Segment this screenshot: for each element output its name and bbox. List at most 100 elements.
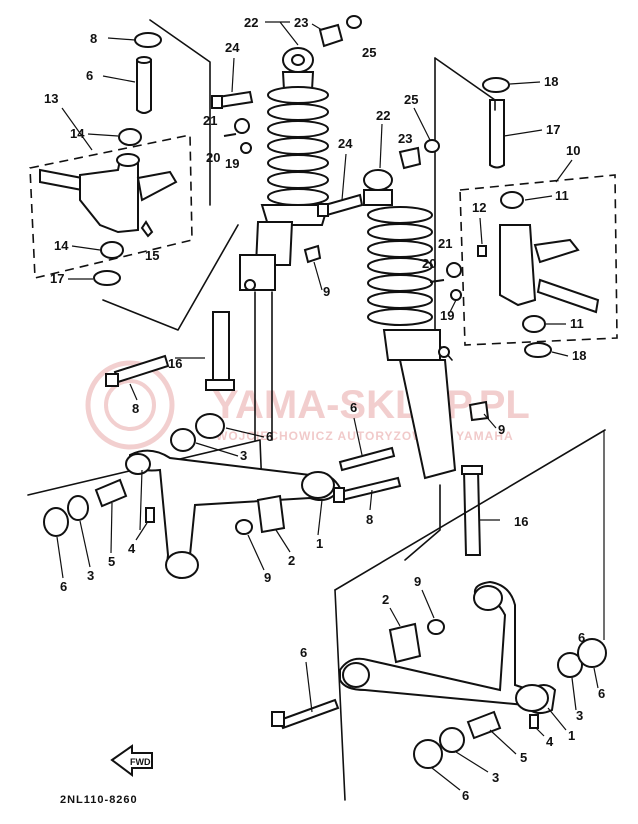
- right-knuckle-group: [434, 57, 618, 361]
- seal-top-left: [134, 32, 162, 48]
- callout-21: 20: [206, 150, 220, 165]
- callout-6c: 6: [578, 630, 585, 645]
- callout-6e: 6: [462, 788, 469, 803]
- right-shock-hardware: [317, 139, 500, 556]
- seal-lower-left: [93, 270, 121, 286]
- right-bush-6-bottom: [413, 739, 443, 769]
- king-pin-right: [489, 99, 505, 169]
- callout-2b: 2: [382, 592, 389, 607]
- right-steering-arm: [533, 238, 580, 264]
- left-collar-5: [94, 478, 128, 508]
- callout-22b: 22: [376, 108, 390, 123]
- callout-24b: 24: [338, 136, 353, 151]
- callout-14b: 14: [54, 238, 69, 253]
- callout-3d: 3: [492, 770, 499, 785]
- leader-right-arm-mid: [404, 484, 441, 561]
- callout-20b: 21: [438, 236, 452, 251]
- king-pin-left-top: [136, 56, 152, 64]
- callout-22: 22: [244, 15, 258, 30]
- leader-13: [61, 107, 93, 151]
- left-bolt-8-head: [105, 373, 119, 387]
- right-a-arm-eye-top: [473, 585, 503, 611]
- left-a-arm-eye: [125, 453, 151, 475]
- right-grease-4: [529, 714, 539, 729]
- right-shock-absorber: [363, 169, 457, 480]
- right-bush-3-top: [557, 652, 583, 678]
- watermark-logo-inner: [104, 379, 156, 431]
- left-bush-3-top: [170, 428, 196, 452]
- callout-6b: 6: [60, 579, 67, 594]
- left-spring-seat: [260, 204, 330, 226]
- right-knuckle-box: [459, 174, 618, 346]
- watermark: YAMA-SKLEP.PL WOJCIECHOWICZ AUTORYZOWANY…: [85, 360, 530, 450]
- leader-right-arm-top: [334, 429, 606, 591]
- callout-1b: 1: [568, 728, 575, 743]
- callout-9: 9: [323, 284, 330, 299]
- seal-top-right: [482, 77, 510, 93]
- callout-16b: 16: [514, 514, 528, 529]
- callout-12: 12: [472, 200, 486, 215]
- bushing-upper-right: [500, 191, 524, 209]
- fwd-label: FWD: [130, 757, 151, 767]
- callout-19: 19: [225, 156, 239, 171]
- callout-9b: 9: [498, 422, 505, 437]
- right-bush-6-top: [577, 638, 607, 668]
- leader-right-arm-left: [334, 589, 346, 801]
- left-shock-bolt-head: [211, 95, 223, 109]
- left-nut-20: [234, 118, 250, 134]
- left-spring: [267, 86, 329, 206]
- callout-16: 16: [168, 356, 182, 371]
- right-spring: [367, 206, 433, 326]
- left-king-pin-set: [102, 19, 239, 331]
- right-shock-top-eye: [363, 169, 393, 191]
- left-bush-3-bottom: [67, 495, 89, 521]
- callout-8b: 8: [366, 512, 373, 527]
- left-shock-lower-hole: [244, 279, 256, 291]
- callout-3c: 3: [576, 708, 583, 723]
- callout-17: 6: [86, 68, 93, 83]
- left-rubber-bush-2: [256, 494, 286, 534]
- right-nut-9b: [427, 619, 445, 635]
- right-washer-19: [450, 289, 462, 301]
- callout-5b: 5: [520, 750, 527, 765]
- callout-20: 21: [203, 113, 217, 128]
- callout-4b: 4: [546, 734, 554, 749]
- callout-6: 6: [266, 429, 273, 444]
- left-bolt-16: [212, 311, 230, 386]
- left-bush-6-top: [195, 413, 225, 439]
- right-pin-21: [429, 279, 445, 283]
- bushing-lower-left: [100, 241, 124, 259]
- leader-left-pin: [149, 19, 211, 206]
- callout-3b: 3: [87, 568, 94, 583]
- right-knuckle: [499, 224, 537, 307]
- callout-15: 15: [145, 248, 159, 263]
- callout-19b: 19: [440, 308, 454, 323]
- right-a-arm-eye-rear: [515, 684, 549, 712]
- callout-13: 13: [44, 91, 58, 106]
- callout-21b: 20: [422, 256, 436, 271]
- right-collar-5: [466, 710, 502, 740]
- left-washer-19: [240, 142, 252, 154]
- right-rubber-bush-2: [388, 622, 422, 664]
- left-bush-23: [318, 23, 344, 48]
- left-shock-top-hole: [291, 54, 305, 66]
- callout-18d: 18: [572, 348, 586, 363]
- leader-right-pin: [434, 57, 496, 111]
- right-bolt-16-head: [461, 465, 483, 475]
- left-shock-hardware: [105, 15, 362, 391]
- right-shock-lower-hole: [438, 346, 450, 358]
- left-cap-25: [346, 15, 362, 29]
- right-arm-assembly: [271, 429, 607, 801]
- left-knuckle-top: [116, 153, 140, 167]
- left-a-arm-eye-lower: [165, 551, 199, 579]
- right-shock-top-cap: [363, 189, 393, 206]
- left-a-arm: [129, 449, 342, 580]
- right-nut-9: [468, 400, 490, 422]
- fwd-badge: FWD: [110, 744, 153, 777]
- right-bolt-7-head: [271, 711, 285, 727]
- callout-9c: 9: [264, 570, 271, 585]
- left-knuckle-box: [29, 134, 193, 280]
- right-nut-20: [446, 262, 462, 278]
- callout-3: 3: [240, 448, 247, 463]
